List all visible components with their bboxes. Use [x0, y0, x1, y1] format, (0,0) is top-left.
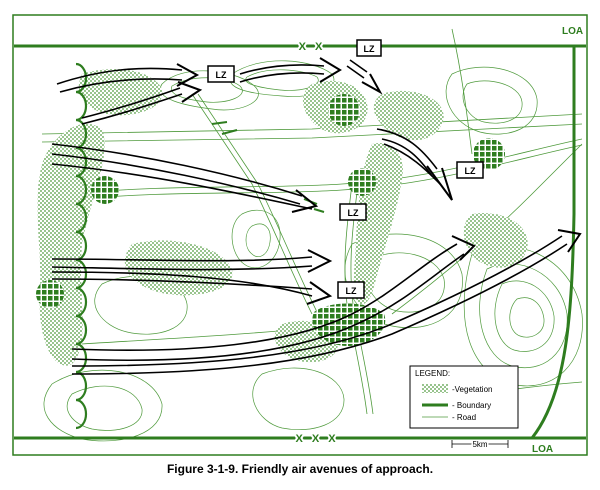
lz-marker: LZ [456, 161, 484, 179]
lz-label: LZ [346, 286, 357, 296]
lz-marker: LZ [356, 39, 382, 57]
lz-label: LZ [216, 70, 227, 80]
vegetation-areas [37, 69, 528, 366]
scale-label: 5km [472, 440, 487, 449]
landing-zones: LZ LZ LZ LZ LZ [207, 39, 484, 299]
boundary-top-label: X X [299, 41, 326, 53]
front-line [75, 62, 88, 430]
loa-label-top: LOA [562, 26, 583, 37]
air-avenues [51, 57, 582, 375]
lz-label: LZ [465, 166, 476, 176]
legend-vegetation-label: -Vegetation [452, 385, 492, 394]
legend: LEGEND: -Vegetation - Boundary - Road [409, 365, 519, 429]
figure-caption: Figure 3-1-9. Friendly air avenues of ap… [166, 462, 434, 476]
map-frame: LZ LZ LZ LZ LZ X X X X X LOA LOA LEGEND:… [12, 14, 588, 456]
lz-marker: LZ [207, 65, 235, 83]
lz-label: LZ [348, 208, 359, 218]
lz-marker: LZ [337, 281, 365, 299]
lz-label: LZ [364, 44, 375, 54]
scale-bar: 5km [451, 439, 509, 451]
legend-road-label: - Road [452, 413, 476, 422]
map-border [12, 14, 588, 456]
loa-label-bottom: LOA [532, 444, 553, 455]
urban-areas [36, 94, 505, 347]
legend-vegetation-swatch [422, 384, 448, 393]
legend-title: LEGEND: [415, 369, 450, 378]
boundaries [14, 44, 586, 440]
tactical-map: LZ LZ LZ LZ LZ X X X X X LOA LOA LEGEND:… [12, 14, 588, 456]
lz-marker: LZ [339, 203, 367, 221]
boundary-bottom-label: X X X [295, 433, 338, 445]
legend-boundary-label: - Boundary [452, 401, 491, 410]
